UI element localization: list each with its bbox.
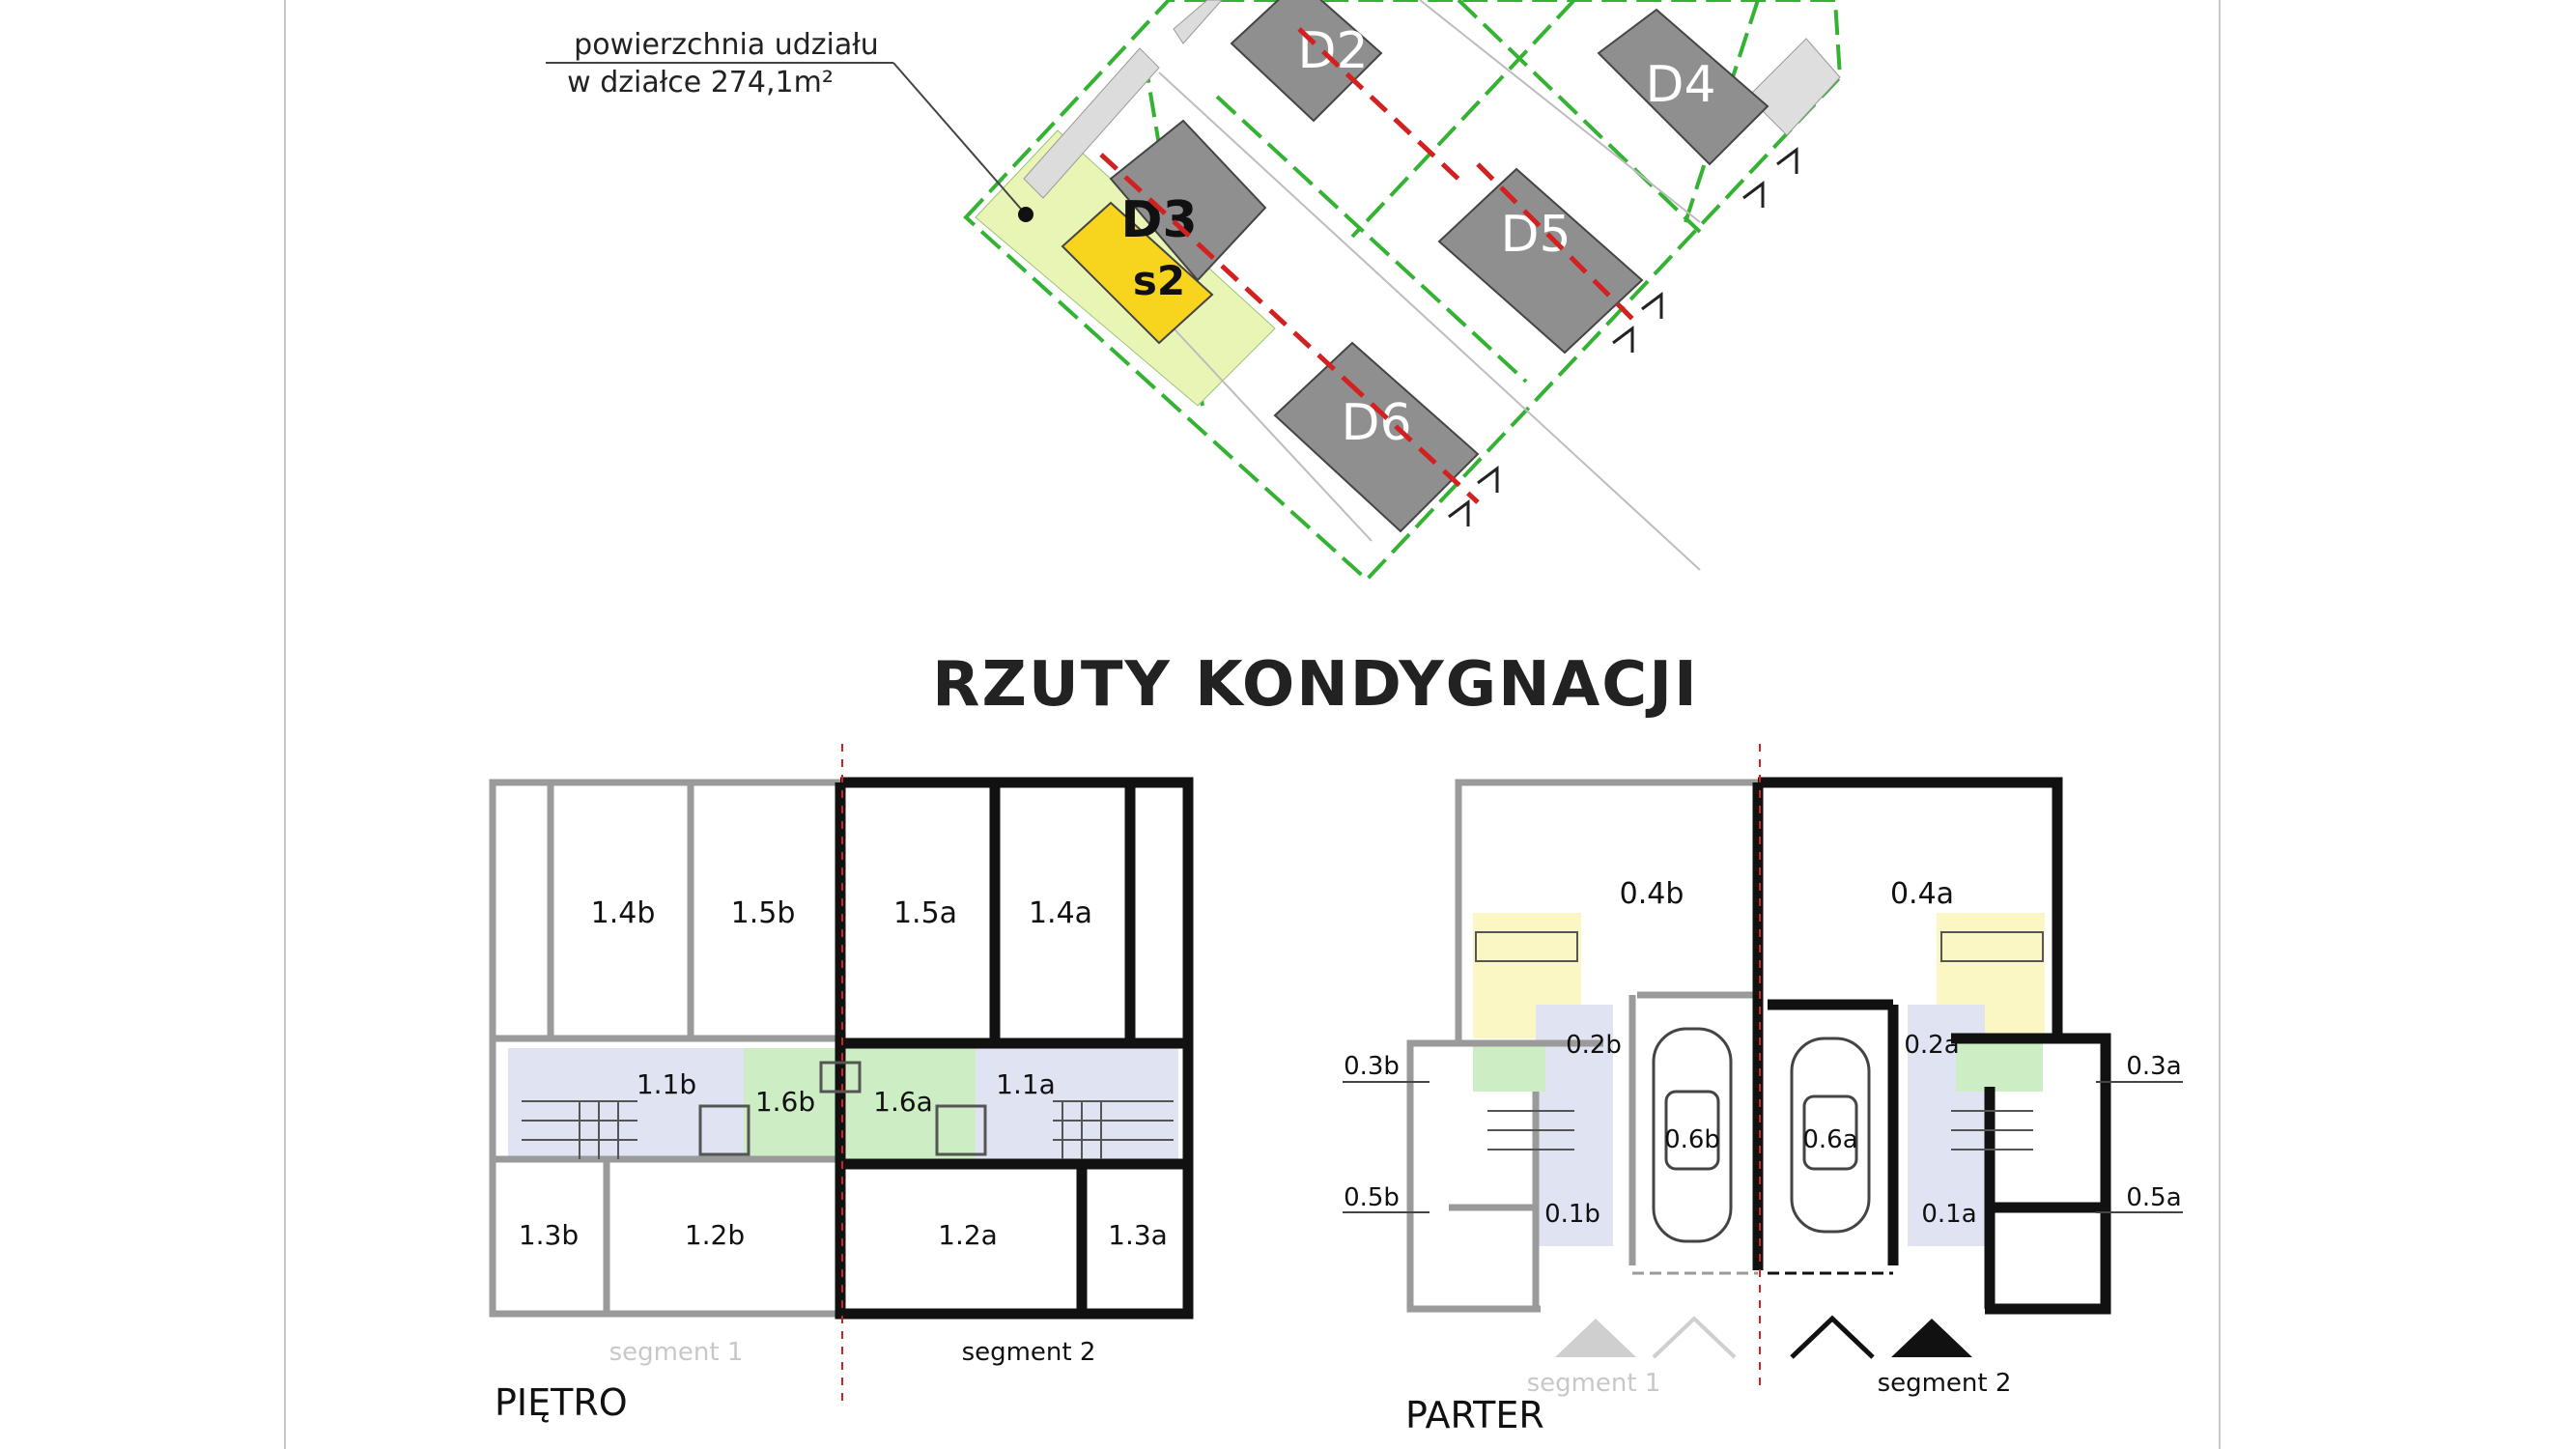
room-label: 0.6a (1802, 1125, 1857, 1154)
plot-boundary (963, 0, 1843, 582)
room-label: 1.5a (893, 896, 957, 930)
room-label: 1.4a (1029, 896, 1092, 930)
plot-division (1457, 0, 1702, 234)
room-label: 1.2a (938, 1219, 998, 1251)
callout-line-2: w działce 274,1m² (567, 66, 834, 99)
room-label: 1.1b (637, 1068, 696, 1100)
room-label: 1.4b (591, 896, 656, 930)
entry-marker (1790, 1315, 1875, 1359)
floor-title: PARTER (1405, 1394, 1544, 1436)
segment-divider (1099, 153, 1349, 384)
ground-floor-plan: 0.4b 0.4a 0.2b 0.2a 0.3b 0.3a 0.6b 0.6a … (1343, 744, 2183, 1436)
segment-2-walls (1752, 777, 2111, 1315)
room-label: 1.3b (519, 1219, 579, 1251)
entry-marker (1555, 1319, 1636, 1357)
room-label: 1.3a (1108, 1219, 1168, 1251)
room-label: 1.1a (996, 1068, 1056, 1100)
room-label: 1.6b (755, 1086, 815, 1118)
house-d3-label: D3 (1120, 191, 1197, 249)
staircase (1951, 1110, 2033, 1151)
access-strip (1023, 47, 1160, 199)
room-label: 0.1b (1544, 1200, 1600, 1229)
segment-2-label: segment 2 (1878, 1369, 2012, 1398)
room-label: 1.5b (731, 896, 796, 930)
callout-dot (1018, 207, 1033, 222)
section-title: RZUTY KONDYGNACJI (932, 649, 1699, 721)
room-label: 1.2b (685, 1219, 745, 1251)
car-icon (1790, 1037, 1871, 1234)
entry-marker (1652, 1316, 1737, 1359)
room-label: 0.2a (1904, 1031, 1959, 1060)
car-icon (1652, 1027, 1733, 1243)
hallway-zone (976, 1048, 1178, 1159)
plot-division (1215, 95, 1528, 384)
house-d3: D3 s2 (1061, 119, 1267, 345)
kitchen-counter (1940, 931, 2044, 962)
room-label: 0.1a (1921, 1200, 1976, 1229)
room-label: 0.4a (1890, 877, 1954, 911)
road-edge (1419, 0, 1701, 223)
house-d2: D2 (1230, 0, 1383, 123)
segment-1-walls (489, 779, 840, 1318)
site-plan: D2 D3 s2 D4 D5 D6 (546, 0, 1843, 582)
callout-line-1: powierzchnia udziału (574, 28, 879, 62)
staircase (522, 1100, 637, 1159)
staircase (1487, 1110, 1574, 1151)
bathroom-zone (1473, 1043, 1545, 1092)
access-strip (1173, 0, 1223, 44)
road-edge (1158, 71, 1701, 571)
segment-2-walls (835, 777, 1194, 1320)
room-label: 0.3b (1344, 1052, 1400, 1081)
access-strip (1747, 38, 1841, 136)
room-label: 1.6a (873, 1086, 933, 1118)
entry-marker (1891, 1319, 1972, 1357)
segment-divider (1476, 162, 1634, 321)
floor-title: PIĘTRO (495, 1381, 628, 1424)
callout-leader (892, 62, 1027, 215)
staircase (1053, 1100, 1174, 1159)
segment-1-label: segment 1 (609, 1338, 744, 1367)
house-d5: D5 (1437, 167, 1644, 355)
upper-floor-plan: 1.4b 1.5b 1.5a 1.4a 1.1b 1.6b 1.6a 1.1a … (489, 744, 1194, 1424)
house-d4-label: D4 (1645, 56, 1715, 114)
room-label: 0.4b (1620, 877, 1684, 911)
house-d6: D6 (1273, 341, 1480, 533)
kitchen-counter (1475, 931, 1578, 962)
entry-markers (1448, 147, 1798, 526)
room-label: 0.5b (1344, 1183, 1400, 1212)
house-d2-label: D2 (1297, 22, 1368, 80)
room-label: 0.6b (1664, 1125, 1720, 1154)
room-label: 0.5a (2126, 1183, 2181, 1212)
house-d3-segment-label: s2 (1133, 257, 1185, 304)
house-d6-label: D6 (1341, 394, 1411, 452)
segment-1-label: segment 1 (1527, 1369, 1661, 1398)
house-d3-segment-2 (1061, 201, 1214, 345)
sink-icon (819, 1061, 862, 1094)
house-d4: D4 (1597, 8, 1769, 166)
room-label: 0.3a (2126, 1052, 2181, 1081)
bathroom-zone (1956, 1043, 2043, 1092)
house-d5-label: D5 (1500, 206, 1571, 264)
shower-icon (935, 1104, 987, 1156)
room-label: 0.2b (1566, 1031, 1622, 1060)
segment-divider (1297, 27, 1465, 185)
segment-divider (1345, 380, 1480, 504)
shower-icon (698, 1104, 750, 1156)
segment-2-label: segment 2 (962, 1338, 1096, 1367)
segment-1-walls (1406, 779, 1758, 1313)
plot-division (1350, 0, 1576, 239)
